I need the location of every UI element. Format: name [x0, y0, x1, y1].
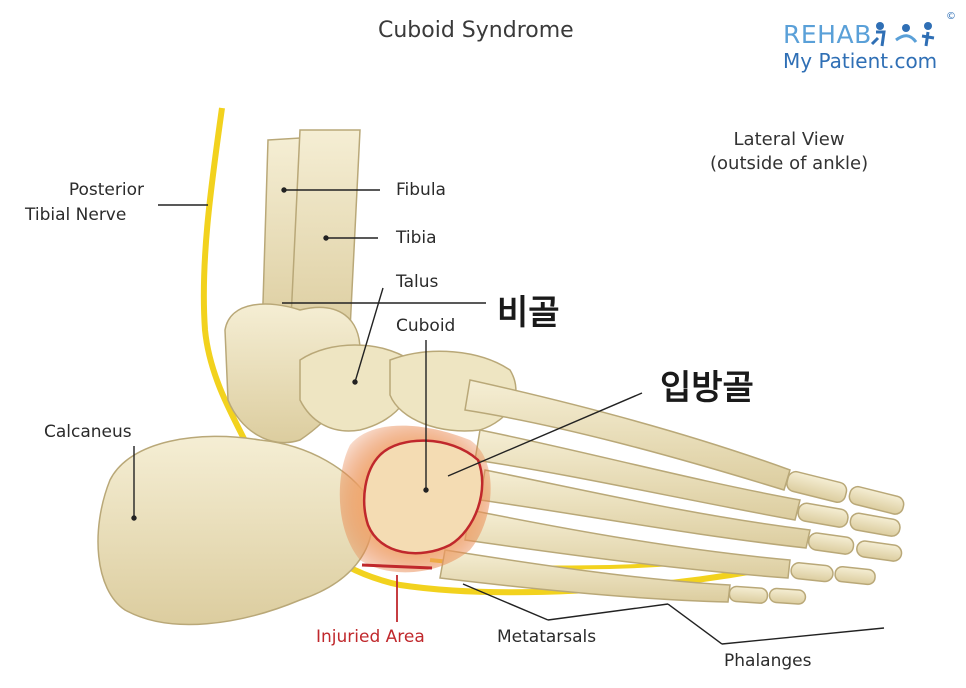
label-tibia: Tibia [396, 228, 437, 248]
logo-figures-icon [870, 22, 935, 47]
label-cuboid: Cuboid [396, 316, 456, 336]
metatarsal-5 [439, 549, 731, 603]
calcaneus-bone [97, 435, 374, 626]
leader-lines [131, 187, 885, 645]
label-metatarsals: Metatarsals [497, 627, 597, 647]
cuboid-bone [362, 439, 484, 555]
metatarsal-4 [464, 509, 791, 579]
view-note-line2: (outside of ankle) [710, 153, 869, 175]
copyright-mark: © [946, 11, 956, 22]
diagram-title: Cuboid Syndrome [378, 18, 574, 43]
korean-label-cuboid: 입방골 [660, 368, 754, 408]
logo-line2: My Patient.com [783, 49, 938, 73]
phalanges-group [728, 470, 905, 605]
label-posterior-1: Posterior [68, 180, 144, 200]
label-injured-area: Injuried Area [316, 627, 425, 647]
label-talus: Talus [396, 272, 439, 292]
logo-line1: REHAB [783, 20, 872, 49]
label-phalanges: Phalanges [724, 651, 812, 671]
label-calcaneus: Calcaneus [44, 422, 132, 442]
view-note-line1: Lateral View [733, 129, 845, 150]
metatarsal-1 [464, 379, 791, 491]
label-fibula: Fibula [396, 180, 446, 200]
label-posterior-2: Tibial Nerve [25, 205, 127, 225]
metatarsal-2 [474, 429, 801, 521]
view-note: Lateral View (outside of ankle) [710, 128, 868, 177]
injury-base-edge [361, 563, 433, 570]
korean-label-fibula: 비골 [497, 293, 560, 333]
metatarsal-3 [479, 469, 811, 549]
